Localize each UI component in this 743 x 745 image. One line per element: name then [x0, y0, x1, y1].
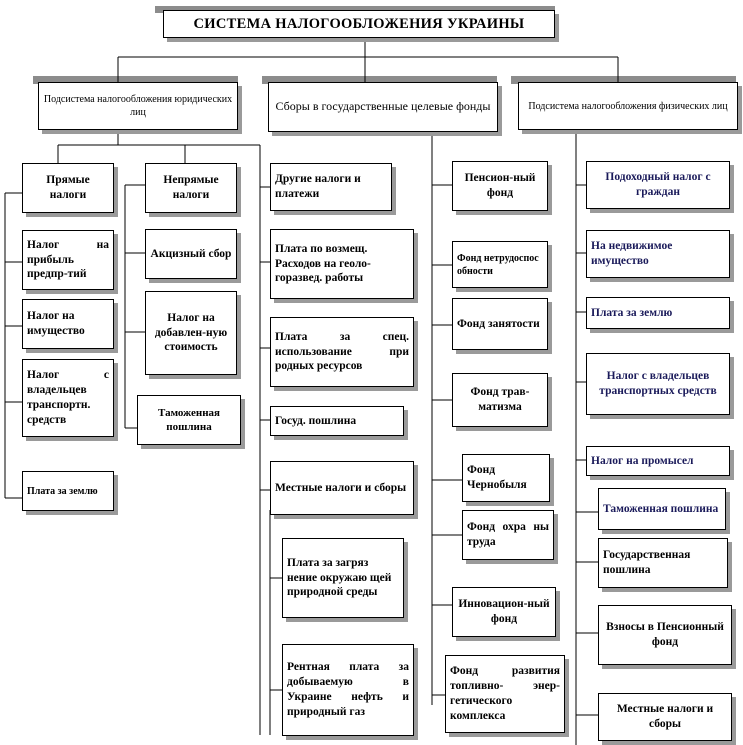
physical-tax-item: Взносы в Пенсионный фонд [598, 605, 732, 665]
fund-item: Фонд охра ны труда [462, 510, 554, 560]
physical-tax-item: Подоходный налог с граждан [586, 161, 730, 209]
legal-gray-bar [33, 76, 238, 84]
other-payment-item: Плата по возмещ. Расходов на геоло-гораз… [270, 229, 414, 299]
physical-tax-item: Плата за землю [586, 297, 730, 329]
direct-tax-item: Налог с владельцев транспортн. средств [22, 359, 114, 437]
physical-tax-item: Налог с владельцев транспортных средств [586, 353, 730, 415]
direct-taxes-header: Прямые налоги [22, 163, 114, 213]
fund-item: Фонд трав-матизма [452, 373, 548, 427]
physical-tax-item: Государственная пошлина [598, 538, 728, 588]
fund-item: Фонд нетрудоспос обности [452, 241, 548, 288]
diagram-title: СИСТЕМА НАЛОГООБЛОЖЕНИЯ УКРАИНЫ [163, 10, 555, 38]
local-taxes-item: Местные налоги и сборы [270, 461, 414, 515]
physical-tax-item: Налог на промысел [586, 446, 730, 476]
fund-item: Пенсион-ный фонд [452, 161, 548, 211]
physical-tax-item: На недвижимое имущество [586, 230, 730, 278]
legal-subsystem: Подсистема налогообложения юридических л… [38, 82, 238, 130]
fund-item: Фонд развития топливно- энер-гетического… [445, 655, 565, 733]
physical-subsystem: Подсистема налогообложения физических ли… [518, 82, 738, 130]
other-payment-item: Госуд. пошлина [270, 406, 404, 436]
indirect-taxes-header: Непрямые налоги [145, 163, 237, 213]
local-sub-item: Рентная плата за добываемую в Украине не… [282, 644, 414, 736]
funds-gray-bar [262, 76, 497, 84]
fund-item: Инновацион-ный фонд [452, 587, 556, 637]
fund-item: Фонд Чернобыля [462, 454, 550, 502]
local-sub-item: Плата за загряз нение окружаю щей природ… [282, 538, 404, 618]
indirect-tax-item: Таможенная пошлина [137, 395, 241, 445]
fund-item: Фонд занятости [452, 298, 548, 350]
title-gray-bar [155, 6, 555, 13]
physical-gray-bar [511, 76, 736, 84]
direct-tax-item: Налог на прибыль предпр-тий [22, 230, 114, 290]
physical-tax-item: Местные налоги и сборы [598, 693, 732, 741]
funds-subsystem: Сборы в государственные целевые фонды [268, 82, 498, 132]
other-payments-header: Другие налоги и платежи [270, 163, 392, 211]
indirect-tax-item: Акцизный сбор [145, 229, 237, 279]
direct-tax-item: Налог на имущество [22, 299, 114, 349]
indirect-tax-item: Налог на добавлен-ную стоимость [145, 291, 237, 375]
physical-tax-item: Таможенная пошлина [598, 488, 726, 530]
direct-tax-item: Плата за землю [22, 471, 114, 511]
other-payment-item: Плата за спец. использование при родных … [270, 317, 414, 387]
